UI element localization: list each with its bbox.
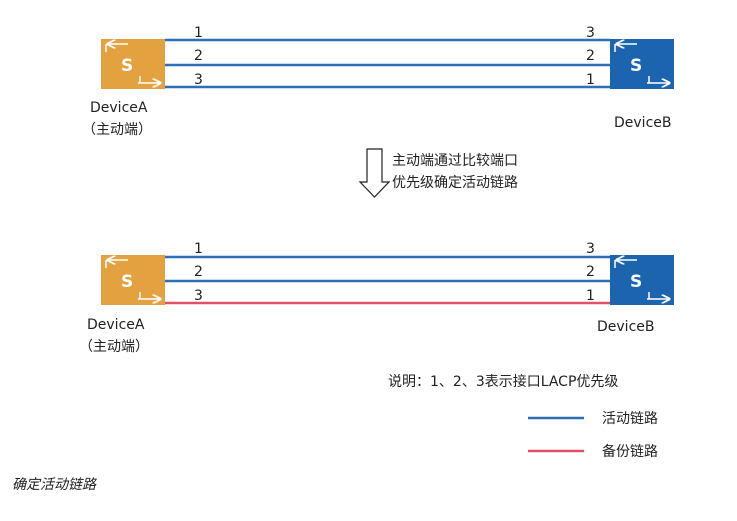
bottom-section: 1 2 3 3 2 1 S S DeviceA （主动端） DeviceB (79, 241, 674, 355)
top-right-port-label-1: 3 (586, 25, 595, 41)
top-left-port-label-2: 2 (194, 48, 203, 64)
bottom-device-a-switch-letter: S (121, 272, 133, 292)
step-text-line-1: 主动端通过比较端口 (392, 153, 518, 169)
top-right-port-label-2: 2 (586, 48, 595, 64)
top-left-port-label-1: 1 (194, 25, 203, 41)
top-right-port-label-3: 1 (586, 72, 595, 88)
bottom-right-port-label-1: 3 (586, 241, 595, 257)
top-device-a-role: （主动端） (82, 122, 152, 138)
bottom-left-port-label-1: 1 (194, 241, 203, 257)
bottom-device-a-role: （主动端） (79, 339, 149, 355)
bottom-device-b-name: DeviceB (597, 319, 654, 335)
bottom-device-b-switch-icon: S (610, 255, 674, 305)
bottom-left-port-label-2: 2 (194, 264, 203, 280)
top-device-a-switch-letter: S (121, 56, 133, 76)
bottom-right-port-label-2: 2 (586, 264, 595, 280)
top-device-a-name: DeviceA (90, 100, 148, 116)
legend-active-label: 活动链路 (602, 411, 658, 427)
top-device-a-switch-icon: S (101, 39, 165, 89)
bottom-right-port-label-3: 1 (586, 288, 595, 304)
legend: 说明：1、2、3表示接口LACP优先级 活动链路 备份链路 (388, 373, 658, 460)
legend-note: 说明：1、2、3表示接口LACP优先级 (388, 373, 618, 390)
top-section: 1 2 3 3 2 1 S S DeviceA （主动端） DeviceB (82, 25, 674, 138)
figure-caption: 确定活动链路 (12, 477, 96, 493)
bottom-device-b-switch-letter: S (630, 272, 642, 292)
top-device-b-switch-icon: S (610, 39, 674, 89)
top-device-b-switch-letter: S (630, 56, 642, 76)
bottom-device-a-switch-icon: S (101, 255, 165, 305)
step-arrow-icon (358, 148, 391, 198)
bottom-left-port-label-3: 3 (194, 288, 203, 304)
top-left-port-label-3: 3 (194, 72, 203, 88)
top-device-b-name: DeviceB (614, 115, 671, 131)
legend-backup-label: 备份链路 (602, 443, 658, 460)
bottom-device-a-name: DeviceA (87, 317, 145, 333)
step-text-line-2: 优先级确定活动链路 (392, 175, 518, 191)
